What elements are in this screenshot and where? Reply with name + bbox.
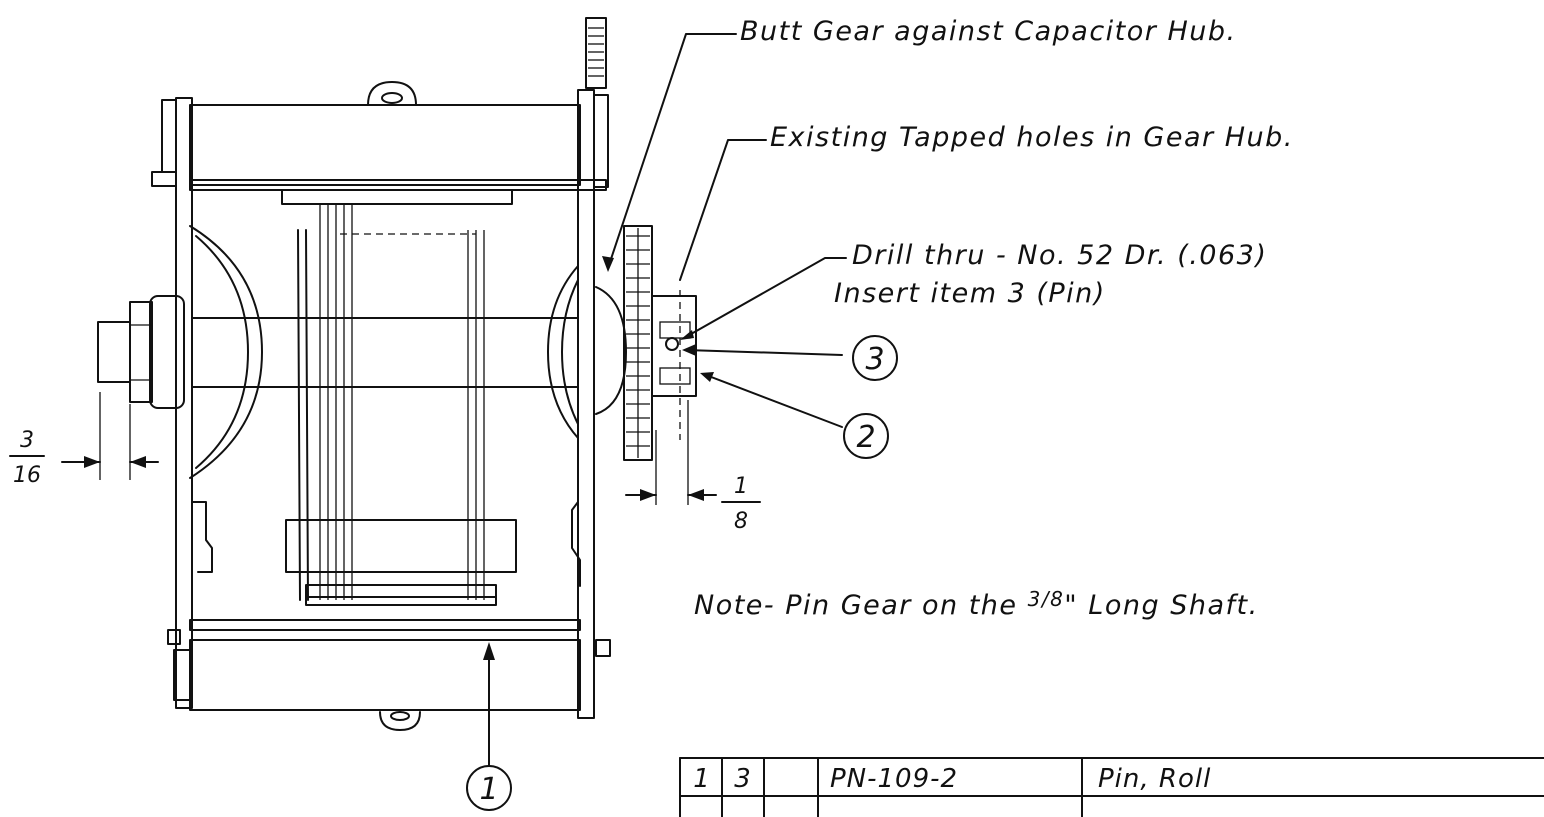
- parts-list-item: 3: [734, 764, 752, 794]
- right-dimension-denominator: 8: [734, 509, 748, 534]
- item-balloon-2-label: 2: [856, 420, 875, 455]
- parts-list-row: 1 3 PN-109-2 Pin, Roll: [693, 764, 1211, 794]
- left-dimension-denominator: 16: [13, 463, 41, 488]
- pin-gear-note-fraction: 3/8: [1028, 587, 1065, 611]
- item-balloon-2: 2: [843, 413, 889, 459]
- parts-list-part-number: PN-109-2: [830, 764, 958, 794]
- dimension-lines: [9, 392, 761, 505]
- item-balloon-3-label: 3: [865, 342, 884, 377]
- drill-note-line-2: Insert item 3 (Pin): [834, 278, 1106, 309]
- capacitor-assembly: [97, 17, 611, 731]
- gear-assembly: [595, 225, 697, 461]
- pin-gear-note-suffix: " Long Shaft.: [1064, 590, 1258, 621]
- pin-gear-note-prefix: Note- Pin Gear on the: [694, 590, 1018, 621]
- pin-gear-note: Note- Pin Gear on the 3/8" Long Shaft.: [694, 587, 1259, 621]
- right-dimension-numerator: 1: [734, 474, 748, 499]
- left-dimension-numerator: 3: [20, 428, 34, 453]
- tapped-holes-note: Existing Tapped holes in Gear Hub.: [770, 122, 1294, 153]
- parts-list-table: 1 3 PN-109-2 Pin, Roll: [679, 757, 1544, 817]
- item-balloon-1-label: 1: [479, 772, 498, 807]
- parts-list-description: Pin, Roll: [1098, 764, 1211, 794]
- butt-gear-note: Butt Gear against Capacitor Hub.: [740, 16, 1237, 47]
- leader-lines: [483, 33, 847, 767]
- item-balloon-1: 1: [466, 765, 512, 811]
- item-balloon-3: 3: [852, 335, 898, 381]
- parts-list-qty: 1: [693, 764, 711, 794]
- drill-note-line-1: Drill thru - No. 52 Dr. (.063): [852, 240, 1267, 271]
